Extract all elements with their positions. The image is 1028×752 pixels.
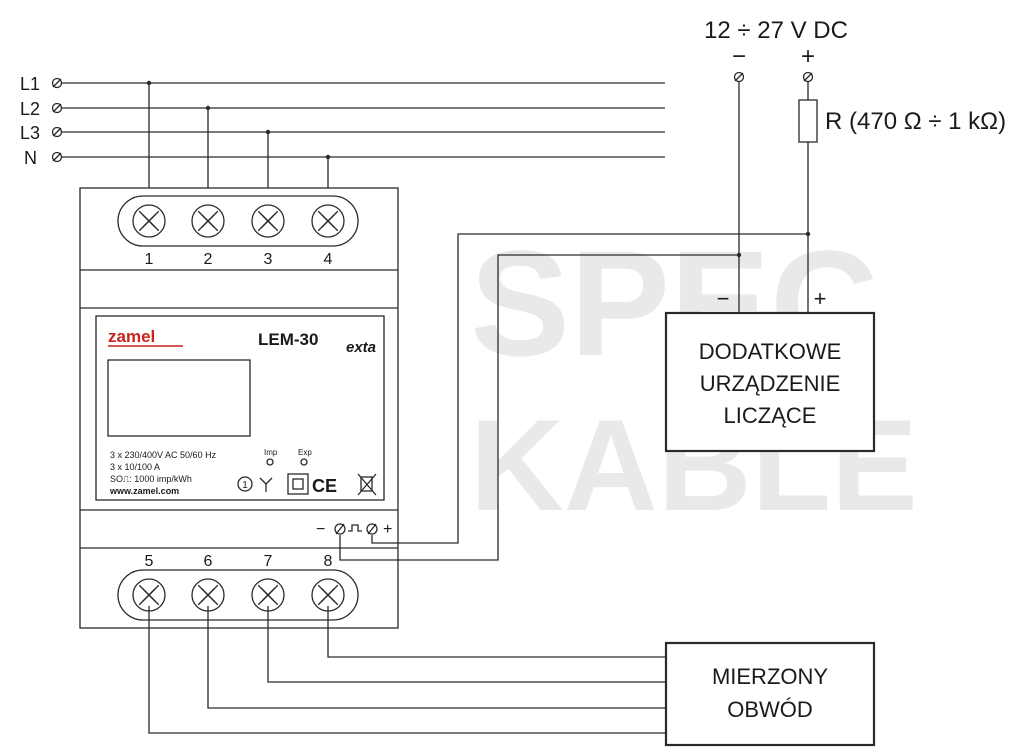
counter-line-3: LICZĄCE (724, 403, 817, 428)
top-terminal-screw-3 (251, 204, 285, 238)
terminal-number-2: 2 (204, 251, 213, 268)
ce-mark: CE (312, 476, 337, 496)
supply-plus-terminal (802, 71, 814, 83)
top-terminal-screw-2 (191, 204, 225, 238)
weee-bin-icon (357, 473, 377, 496)
counter-minus-label: − (717, 286, 730, 311)
terminal-number-4: 4 (324, 251, 333, 268)
terminal-number-1: 1 (145, 251, 154, 268)
spec-line-1: 3 x 230/400V AC 50/60 Hz (110, 450, 217, 460)
exta-logo: exta (346, 339, 376, 356)
counter-device: − + DODATKOWE URZĄDZENIE LICZĄCE (664, 286, 876, 453)
phase-terminal-l2 (51, 102, 63, 114)
class-mark: 1 (242, 480, 248, 491)
circuit-line-1: MIERZONY (712, 664, 828, 689)
spec-line-2: 3 x 10/100 A (110, 462, 160, 472)
energy-meter: 1 2 3 4 zamel LEM-30 exta 3 x 230/400V A… (79, 187, 399, 629)
phase-terminal-n (51, 151, 63, 163)
bottom-terminal-block (117, 569, 359, 621)
counter-device-box (664, 311, 876, 453)
so-plus-label: + (383, 521, 392, 538)
circuit-wire-5 (148, 606, 665, 734)
phase-terminal-l3 (51, 126, 63, 138)
node-l1 (146, 80, 152, 86)
imp-led (266, 458, 274, 466)
spec-line-3: SO⎍: 1000 imp/kWh (110, 474, 192, 484)
circuit-wire-6 (207, 606, 665, 709)
measured-circuit-box (664, 641, 876, 747)
so-minus-wire (339, 254, 739, 561)
exp-led (300, 458, 308, 466)
node-n (325, 154, 331, 160)
node-l3 (265, 129, 271, 135)
exp-label: Exp (298, 448, 312, 457)
top-terminal-screw-4 (311, 204, 345, 238)
bottom-terminal-screw-8 (311, 578, 345, 612)
terminal-number-6: 6 (204, 553, 213, 570)
model-name: LEM-30 (258, 330, 318, 349)
phase-label-l1: L1 (20, 74, 40, 94)
top-screws (132, 204, 345, 238)
terminal-number-8: 8 (324, 553, 333, 570)
so-plus-wire (371, 233, 808, 544)
terminal-number-5: 5 (145, 553, 154, 570)
counter-plus-label: + (814, 286, 827, 311)
bottom-terminal-screw-5 (132, 578, 166, 612)
phase-terminal-l1 (51, 77, 63, 89)
supply-minus-label: − (732, 43, 746, 70)
terminal-number-3: 3 (264, 251, 273, 268)
resistor-label: R (470 Ω ÷ 1 kΩ) (825, 108, 1006, 135)
supply-plus-label: + (801, 43, 815, 70)
supply-minus-terminal (733, 71, 745, 83)
so-minus-terminal (334, 523, 346, 535)
imp-label: Imp (264, 448, 278, 457)
circuit-wire-8 (327, 606, 665, 658)
node-l2 (205, 105, 211, 111)
website: www.zamel.com (109, 486, 179, 496)
resistor (798, 99, 818, 143)
so-plus-terminal (366, 523, 378, 535)
bottom-screws (132, 578, 345, 612)
brand-logo: zamel (108, 327, 155, 346)
class-mark-icon (237, 476, 253, 492)
top-terminal-screw-1 (132, 204, 166, 238)
measured-circuit: MIERZONY OBWÓD (664, 641, 876, 747)
supply-label: 12 ÷ 27 V DC (704, 17, 848, 44)
counter-line-1: DODATKOWE (699, 339, 842, 364)
so-minus-label: − (316, 521, 325, 538)
node-so-plus (805, 231, 811, 237)
meter-display (107, 359, 251, 437)
three-phase-icon (259, 477, 273, 492)
pulse-symbol (348, 524, 362, 532)
top-terminal-block (117, 195, 359, 247)
phase-label-l3: L3 (20, 123, 40, 143)
bottom-terminal-screw-6 (191, 578, 225, 612)
node-so-minus (736, 252, 742, 258)
counter-line-2: URZĄDZENIE (700, 371, 841, 396)
phase-label-l2: L2 (20, 99, 40, 119)
phase-label-n: N (24, 148, 37, 168)
terminal-number-7: 7 (264, 553, 273, 570)
circuit-wire-7 (267, 606, 665, 683)
circuit-line-2: OBWÓD (727, 697, 813, 722)
